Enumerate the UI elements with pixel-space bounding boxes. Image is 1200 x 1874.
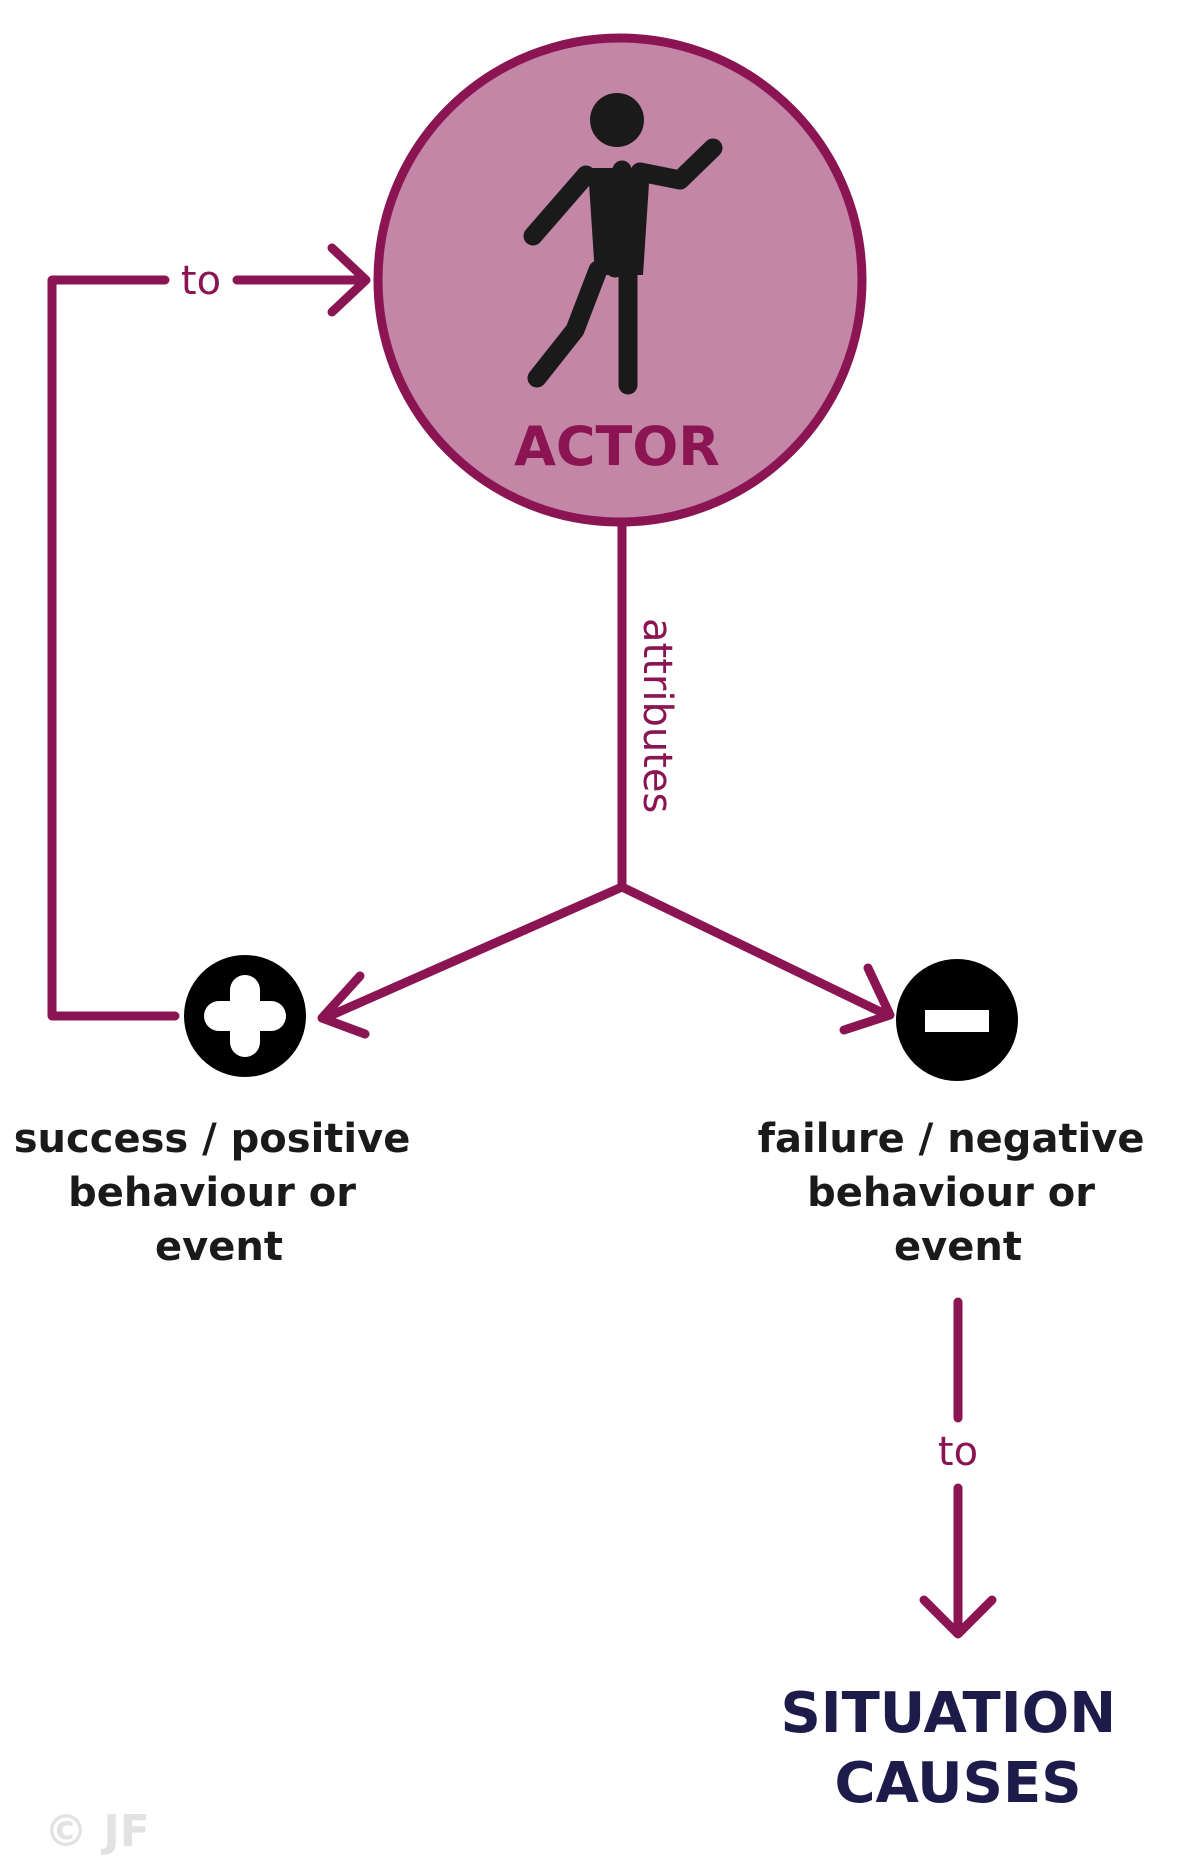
positive-outcome-line: success / positive <box>14 1116 411 1162</box>
negative-outcome-line: event <box>894 1224 1022 1270</box>
situation-causes-line: SITUATION <box>780 1681 1116 1746</box>
feedback-connector <box>47 275 180 1021</box>
actor-label: ACTOR <box>514 415 720 478</box>
positive-outcome-line: event <box>155 1224 283 1270</box>
attributes-label: attributes <box>634 618 680 813</box>
copyright-mark: © JF <box>44 1806 150 1857</box>
negative-outcome-line: behaviour or <box>807 1170 1095 1216</box>
positive-arrowhead <box>317 971 370 1039</box>
negative-outcome-text: failure / negative behaviour or event <box>758 1116 1159 1270</box>
situation-causes-line: CAUSES <box>834 1751 1081 1816</box>
negative-outcome-line: failure / negative <box>758 1116 1145 1162</box>
consequence-arrowhead <box>919 1595 997 1639</box>
situation-causes: SITUATION CAUSES <box>780 1681 1135 1816</box>
consequence-label: to <box>938 1429 978 1475</box>
positive-outcome-text: success / positive behaviour or event <box>14 1116 425 1270</box>
plus-icon <box>184 955 306 1077</box>
negative-branch <box>617 882 892 1020</box>
negative-arrowhead <box>839 963 895 1035</box>
positive-branch <box>320 882 627 1023</box>
minus-icon <box>896 959 1018 1081</box>
person-icon <box>523 93 723 395</box>
feedback-arrowhead <box>327 243 371 317</box>
feedback-label: to <box>181 258 221 304</box>
positive-outcome-line: behaviour or <box>68 1170 356 1216</box>
actor-node: ACTOR <box>373 33 867 527</box>
